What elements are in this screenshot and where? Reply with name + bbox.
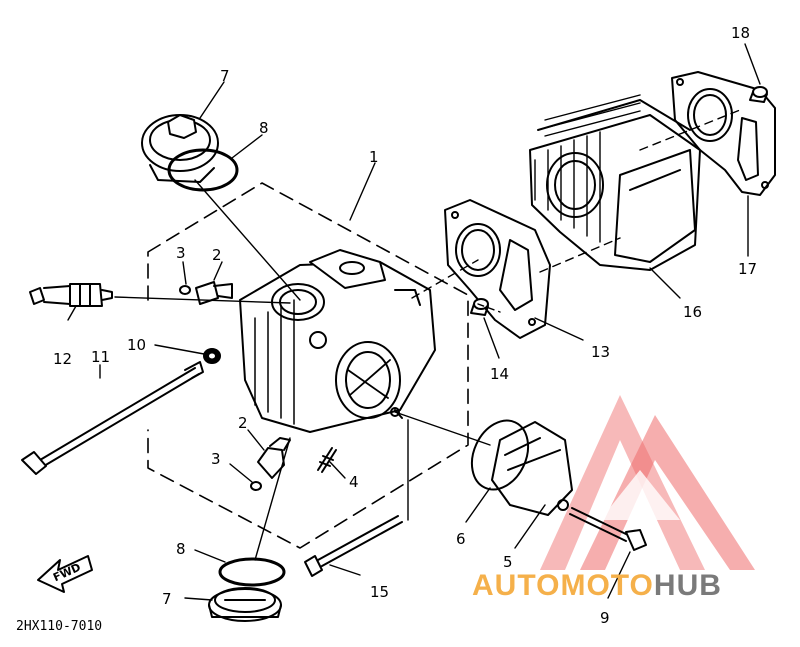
callout-7-top: 7 [220, 67, 230, 85]
tappet-nut-lower [250, 481, 262, 491]
cam-cover-bolt [304, 515, 403, 577]
cylinder-base-gasket [671, 71, 776, 196]
callout-16: 16 [683, 303, 702, 321]
tappet-nut-upper [179, 285, 191, 295]
dowel-pin-upper [749, 86, 768, 103]
callout-9: 9 [600, 609, 610, 627]
callout-5: 5 [503, 553, 513, 571]
forward-arrow-icon [37, 555, 93, 593]
watermark-text: AUTOMOTOHUB [472, 569, 722, 602]
tappet-cover-top [141, 114, 219, 183]
o-ring-bottom [218, 557, 286, 587]
tappet-adjuster-upper [195, 281, 233, 305]
callout-1: 1 [369, 148, 379, 166]
side-cover [491, 421, 573, 516]
callout-13: 13 [591, 343, 610, 361]
callout-8-top: 8 [259, 119, 269, 137]
callout-10: 10 [127, 336, 146, 354]
callout-labels: 1 2 2 3 3 4 5 6 7 7 8 8 9 10 11 12 13 14… [53, 24, 757, 627]
callout-2-upper: 2 [212, 246, 222, 264]
cylinder-head [239, 249, 436, 433]
leader-lines [67, 43, 761, 601]
callout-7-bottom: 7 [162, 590, 172, 608]
tappet-adjuster-lower [257, 437, 291, 479]
watermark-hub: HUB [654, 569, 722, 602]
tappet-cover-bottom [208, 587, 282, 622]
callout-6: 6 [456, 530, 466, 548]
stud-bolt [317, 447, 337, 473]
callout-2-lower: 2 [238, 414, 248, 432]
side-cover-gasket [470, 419, 530, 491]
watermark-moto: MOTO [560, 569, 653, 602]
cylinder-head-gasket [444, 199, 551, 339]
callout-12: 12 [53, 350, 72, 368]
callout-11: 11 [91, 348, 110, 366]
callout-17: 17 [738, 260, 757, 278]
dowel-pin-lower [470, 298, 489, 316]
callout-14: 14 [490, 365, 509, 383]
callout-3-upper: 3 [176, 244, 186, 262]
side-cover-bolt [569, 507, 647, 551]
spark-plug [29, 283, 113, 307]
callout-4: 4 [349, 473, 359, 491]
callout-8-bottom: 8 [176, 540, 186, 558]
callout-3-lower: 3 [211, 450, 221, 468]
watermark-logo [540, 395, 755, 570]
cylinder [529, 94, 701, 271]
callout-18: 18 [731, 24, 750, 42]
part-code: 2HX110-7010 [16, 619, 102, 634]
watermark-auto: AUTO [472, 569, 560, 602]
callout-15: 15 [370, 583, 389, 601]
head-assembly-dashed-outline [147, 182, 469, 549]
long-head-bolt [21, 361, 204, 475]
washer-hole [209, 353, 215, 359]
